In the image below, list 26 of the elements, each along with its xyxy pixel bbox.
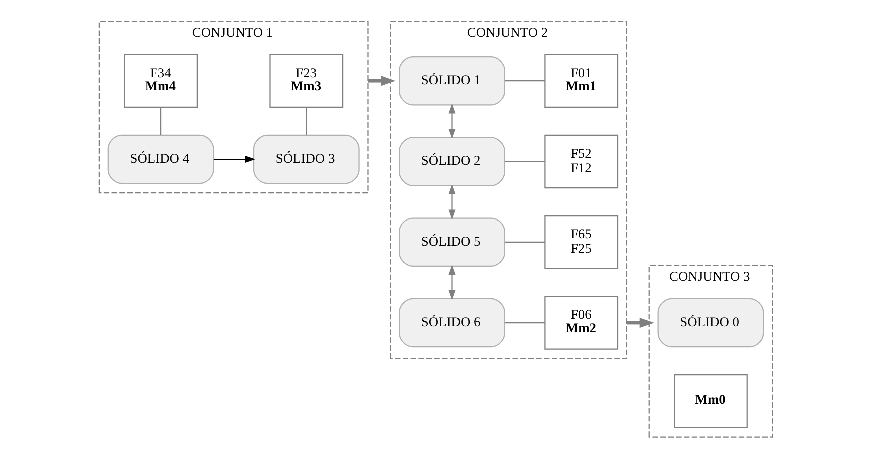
node-box: SÓLIDO 5 <box>398 218 505 268</box>
node-box: SÓLIDO 1 <box>398 56 505 106</box>
connector <box>160 108 162 136</box>
node-box: SÓLIDO 4 <box>107 134 214 184</box>
connector <box>504 242 545 243</box>
node-box: F52 F12 <box>544 134 618 189</box>
node-box: Mm0 <box>674 374 748 428</box>
node-box: F34 Mm4 <box>124 54 198 108</box>
node-box: SÓLIDO 3 <box>252 134 360 184</box>
node-box: F65 F25 <box>544 216 618 270</box>
arrow <box>448 104 456 140</box>
connector <box>504 161 545 162</box>
node-box: F06 Mm2 <box>544 296 618 350</box>
node-box: SÓLIDO 6 <box>398 298 505 348</box>
arrow <box>213 156 256 164</box>
arrow <box>626 318 654 328</box>
arrow <box>448 264 456 300</box>
node-box: F23 Mm3 <box>269 54 344 108</box>
arrow <box>448 184 456 220</box>
connector <box>306 108 307 136</box>
arrow <box>368 76 396 86</box>
connector <box>504 80 545 82</box>
node-box: SÓLIDO 2 <box>398 137 505 186</box>
connector <box>504 322 545 324</box>
node-box: F01 Mm1 <box>544 54 618 108</box>
node-box: SÓLIDO 0 <box>657 298 764 348</box>
